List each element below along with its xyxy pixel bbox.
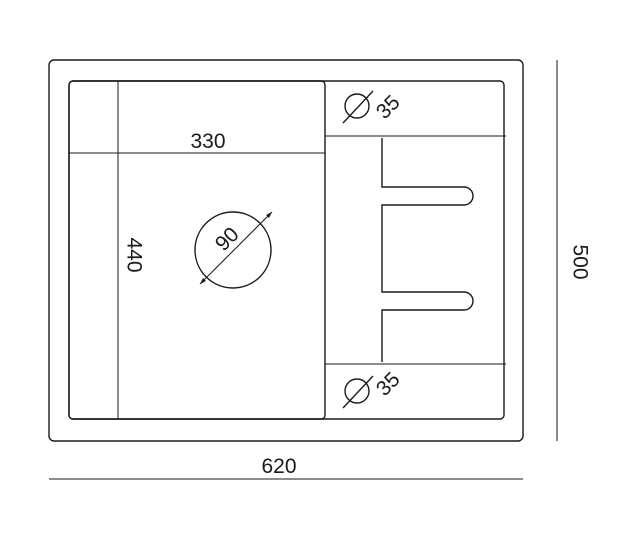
bowl-outline [68, 80, 326, 420]
tap-hole-top-diameter-icon [342, 90, 374, 124]
overall-width-label: 620 [261, 455, 296, 478]
tap-hole-bottom-label: 35 [372, 368, 405, 401]
drain-hole [194, 211, 273, 289]
drainer-groove-upper [381, 138, 474, 243]
bowl-width-label: 330 [190, 130, 225, 153]
sink-outline [48, 59, 524, 442]
drain-diameter-label: 90 [211, 223, 244, 256]
overall-depth-label: 500 [568, 244, 591, 279]
tap-hole-top-label: 35 [372, 91, 405, 124]
drainer-groove-lower [381, 243, 474, 362]
bowl-depth-label: 440 [122, 237, 145, 272]
tap-hole-bottom-diameter-icon [342, 375, 374, 409]
